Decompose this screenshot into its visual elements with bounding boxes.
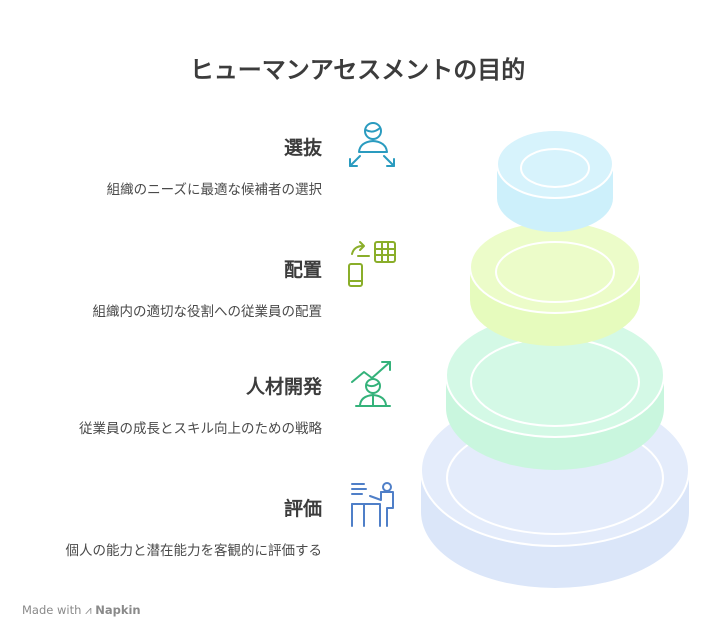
item-heading: 人材開発	[245, 376, 322, 398]
made-with-label: Made with	[22, 603, 82, 617]
item-development: 人材開発 従業員の成長とスキル向上のための戦略	[2, 372, 322, 437]
item-description: 従業員の成長とスキル向上のための戦略	[79, 421, 322, 437]
item-description: 組織のニーズに最適な候補者の選択	[106, 182, 322, 198]
ring-selection	[496, 129, 614, 232]
made-with-footer: Made with ⩘ Napkin	[22, 603, 141, 618]
phone-grid-icon	[348, 241, 396, 287]
ring-development	[445, 312, 665, 470]
item-heading: 配置	[283, 259, 322, 281]
item-heading: 選抜	[283, 137, 322, 159]
person-arrows-icon	[349, 122, 395, 167]
napkin-logo-icon: ⩘	[85, 603, 92, 617]
ring-placement	[469, 220, 641, 346]
growth-person-icon	[351, 361, 391, 407]
item-selection: 選抜 組織のニーズに最適な候補者の選択	[2, 133, 322, 198]
brand-name: Napkin	[95, 603, 141, 617]
item-description: 組織内の適切な役割への従業員の配置	[92, 304, 323, 320]
item-heading: 評価	[283, 498, 322, 520]
page-title: ヒューマンアセスメントの目的	[189, 56, 526, 84]
item-placement: 配置 組織内の適切な役割への従業員の配置	[2, 255, 323, 320]
item-evaluation: 評価 個人の能力と潜在能力を客観的に評価する	[2, 494, 323, 559]
item-description: 個人の能力と潜在能力を客観的に評価する	[65, 543, 323, 559]
evaluation-desk-icon	[351, 482, 394, 527]
